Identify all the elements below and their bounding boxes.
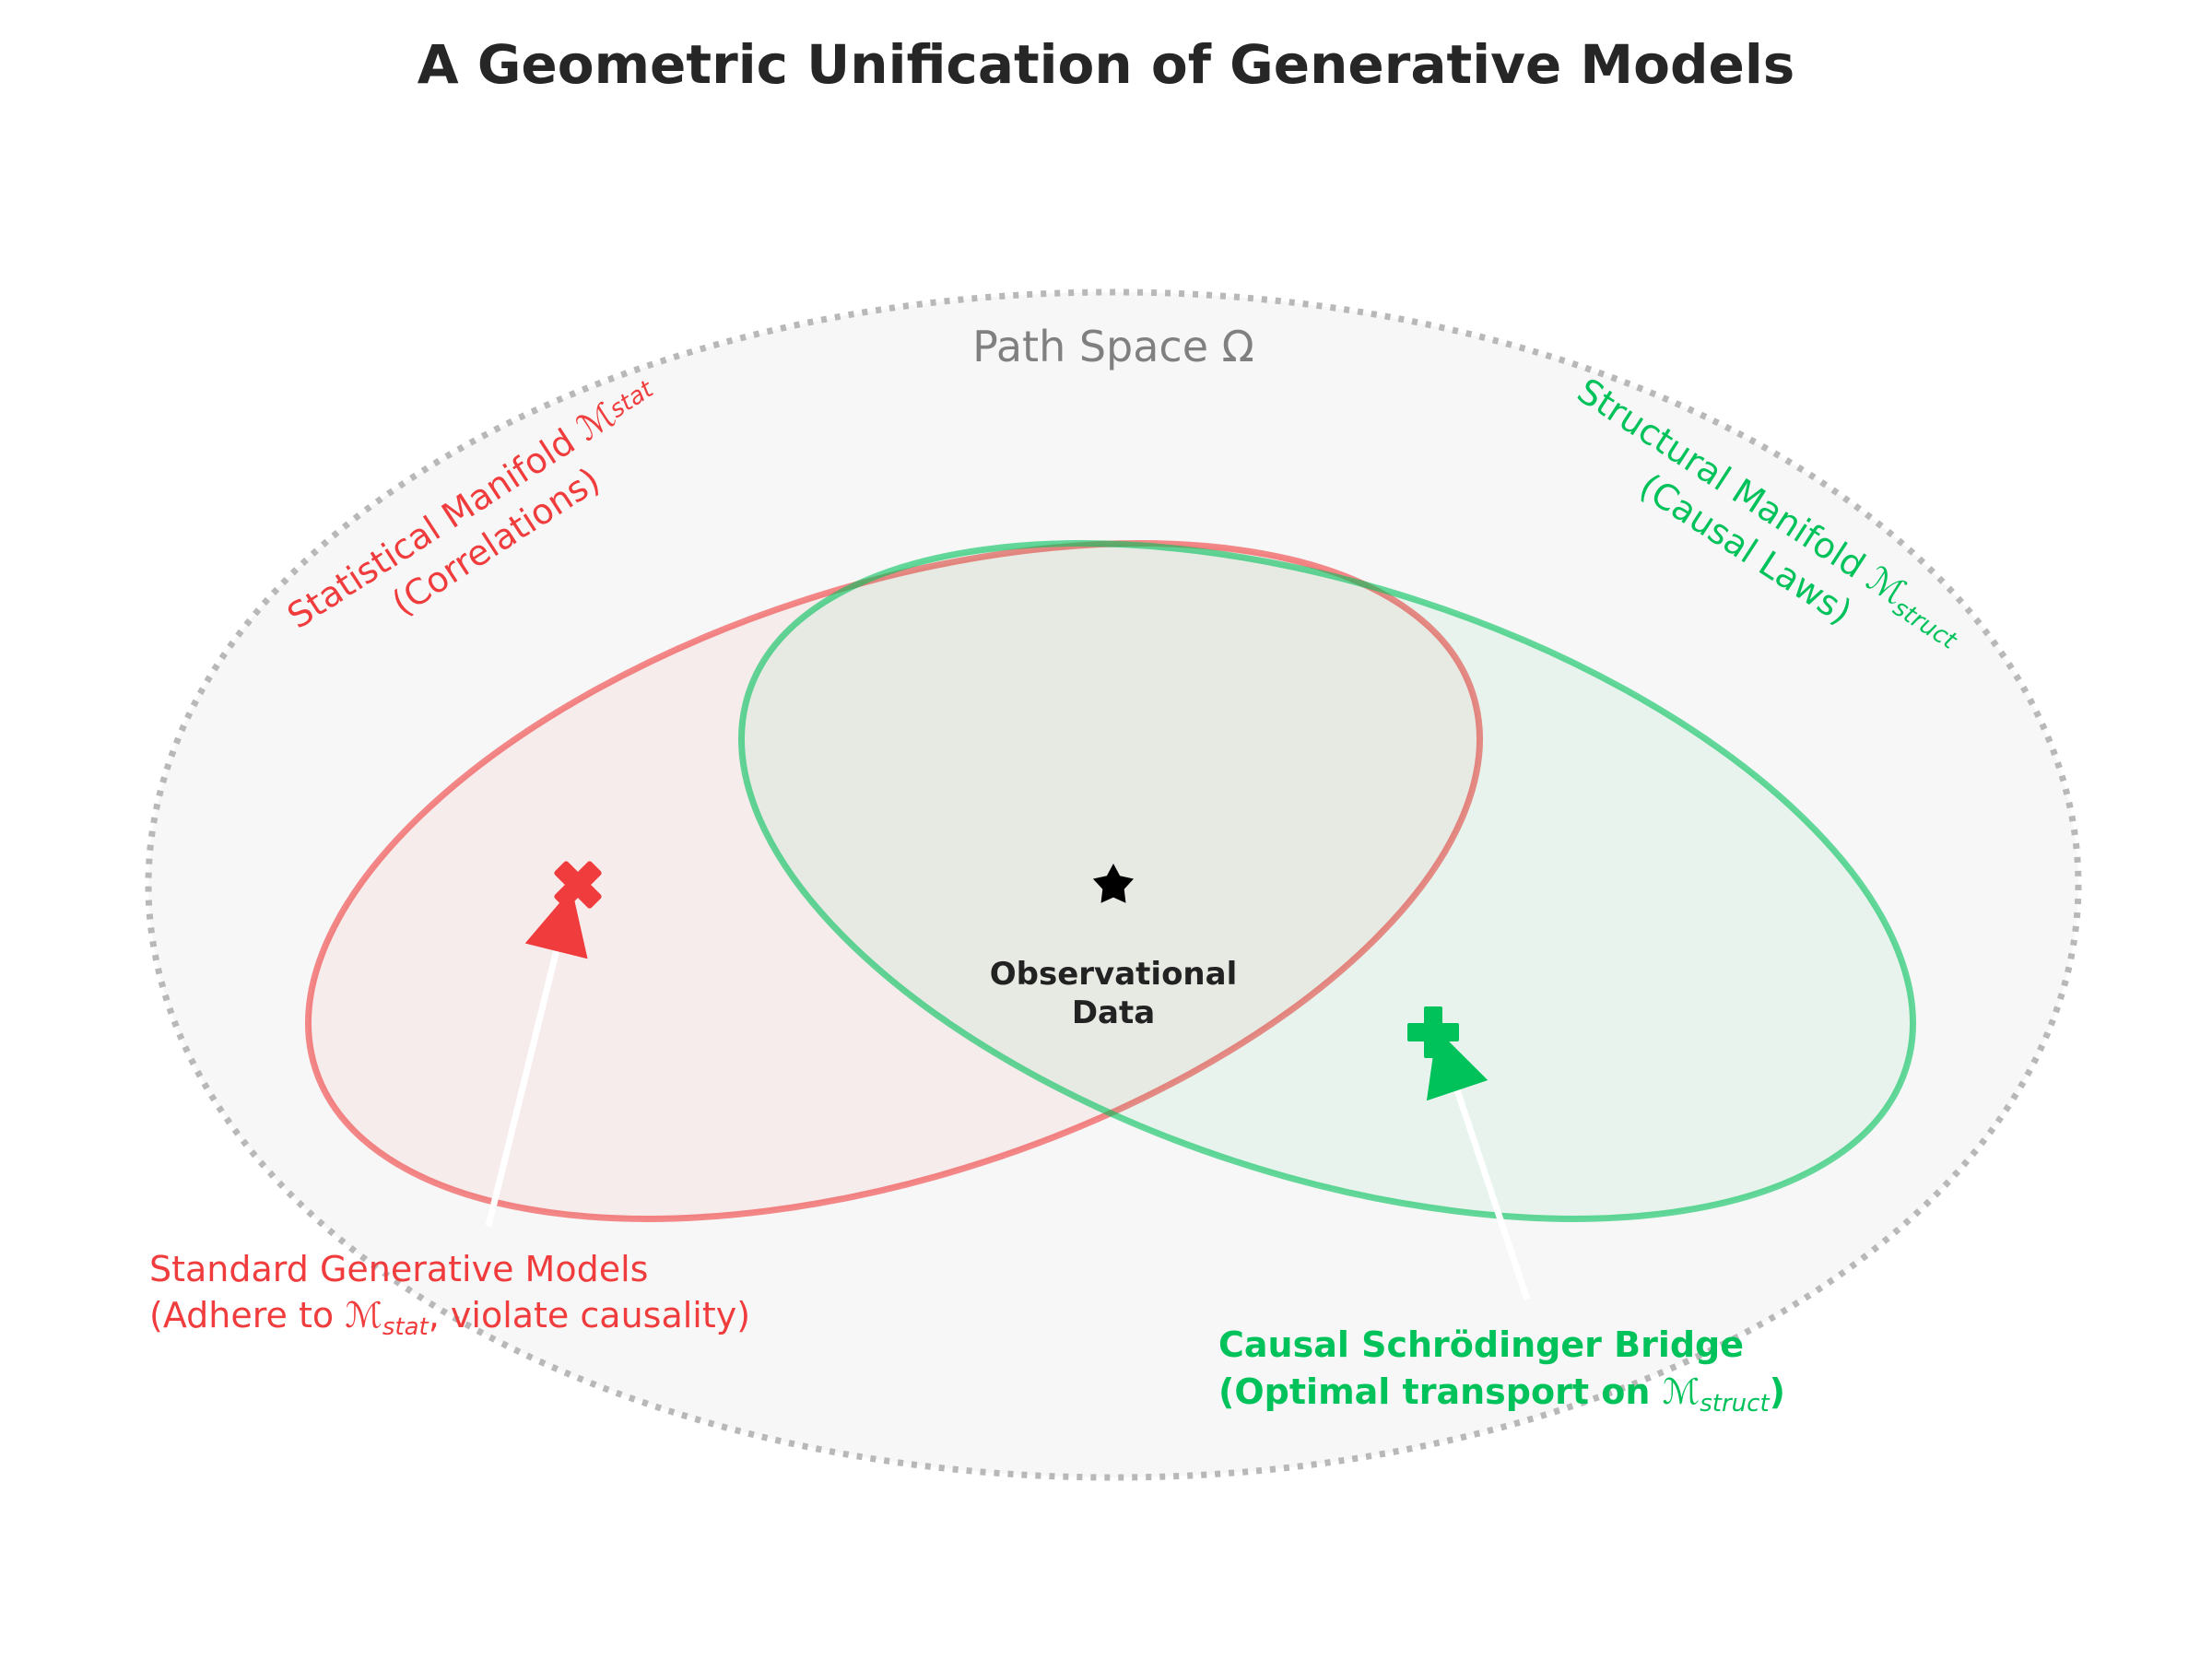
- standard-models-annotation: Standard Generative Models (Adhere to ℳs…: [149, 1249, 750, 1341]
- diagram-title: A Geometric Unification of Generative Mo…: [418, 33, 1795, 96]
- structural-manifold-ellipse: [738, 540, 1916, 1222]
- standard-models-arrow: [485, 888, 588, 1227]
- causal-bridge-annotation: Causal Schrödinger Bridge (Optimal trans…: [1218, 1324, 1785, 1418]
- svg-text:Causal Schrödinger Bridge: Causal Schrödinger Bridge: [1218, 1324, 1744, 1365]
- svg-text:(Adhere to ℳstat, violate caus: (Adhere to ℳstat, violate causality): [149, 1295, 750, 1341]
- svg-text:Standard Generative Models: Standard Generative Models: [149, 1249, 648, 1289]
- path-space-label: Path Space Ω: [972, 322, 1254, 371]
- star-icon: [1092, 864, 1134, 903]
- causal-bridge-arrow: [1426, 1029, 1531, 1301]
- svg-text:(Optimal transport on ℳstruct): (Optimal transport on ℳstruct): [1218, 1371, 1785, 1418]
- statistical-manifold-ellipse: [305, 540, 1483, 1222]
